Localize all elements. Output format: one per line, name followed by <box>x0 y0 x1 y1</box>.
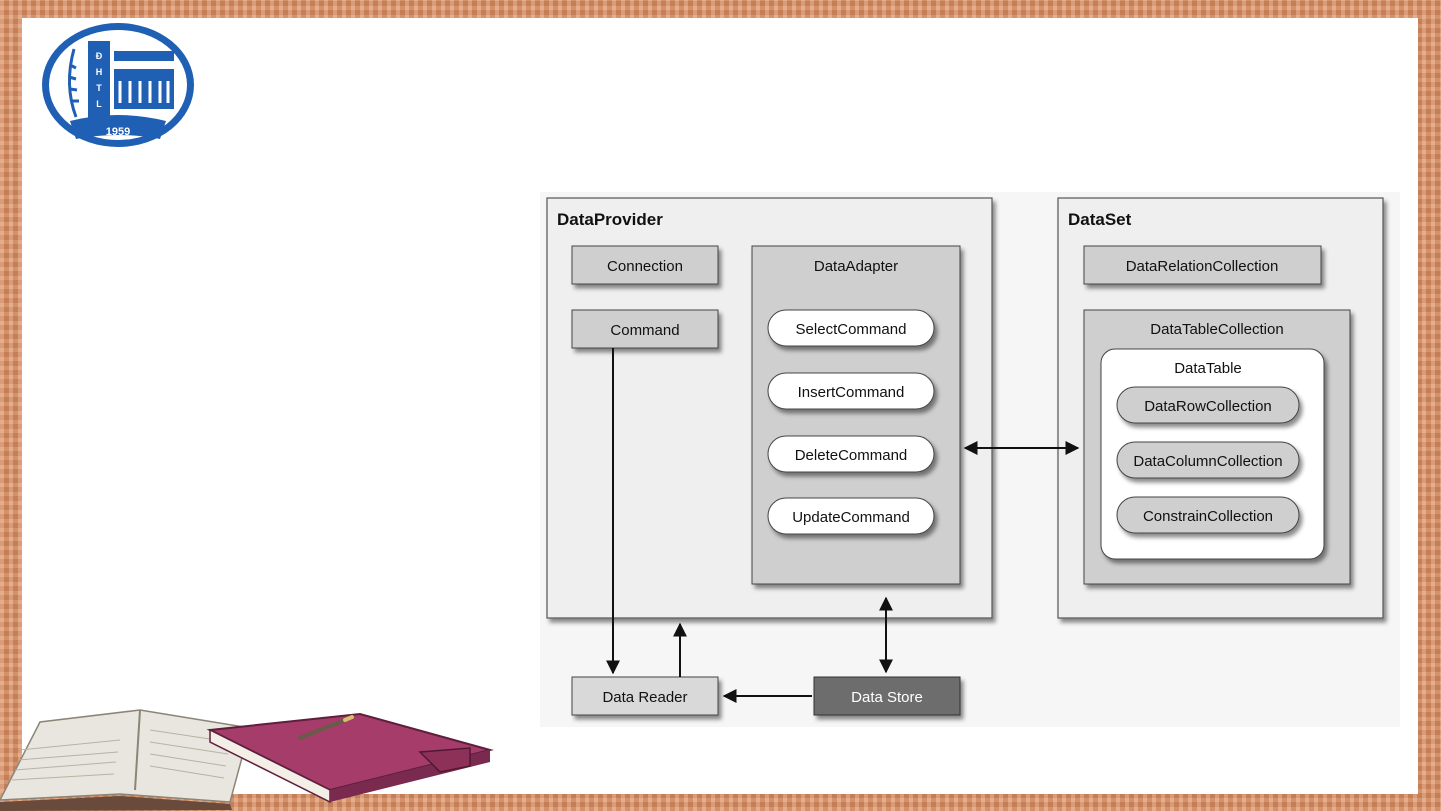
data-reader-box: Data Reader <box>572 677 718 715</box>
dataadapter-title: DataAdapter <box>814 258 898 275</box>
delete-command-pill: DeleteCommand <box>768 436 934 472</box>
datarowcollection-pill: DataRowCollection <box>1117 387 1299 423</box>
datacolumncollection-label: DataColumnCollection <box>1133 453 1282 470</box>
update-command-pill: UpdateCommand <box>768 498 934 534</box>
data-store-box: Data Store <box>814 677 960 715</box>
datacolumncollection-pill: DataColumnCollection <box>1117 442 1299 478</box>
constraincollection-pill: ConstrainCollection <box>1117 497 1299 533</box>
datatable-title: DataTable <box>1174 360 1242 377</box>
data-reader-label: Data Reader <box>602 689 687 706</box>
command-box: Command <box>572 310 718 348</box>
dataset-title: DataSet <box>1068 210 1132 229</box>
command-label: Command <box>610 322 679 339</box>
dataprovider-title: DataProvider <box>557 210 663 229</box>
data-store-label: Data Store <box>851 689 923 706</box>
insert-command-pill: InsertCommand <box>768 373 934 409</box>
select-command-pill: SelectCommand <box>768 310 934 346</box>
datarowcollection-label: DataRowCollection <box>1144 398 1272 415</box>
datarelationcollection-label: DataRelationCollection <box>1126 258 1279 275</box>
update-command-label: UpdateCommand <box>792 509 910 526</box>
datarelationcollection-box: DataRelationCollection <box>1084 246 1321 284</box>
constraincollection-label: ConstrainCollection <box>1143 508 1273 525</box>
connection-label: Connection <box>607 258 683 275</box>
datatablecollection-title: DataTableCollection <box>1150 321 1283 338</box>
insert-command-label: InsertCommand <box>798 384 905 401</box>
connection-box: Connection <box>572 246 718 284</box>
select-command-label: SelectCommand <box>796 321 907 338</box>
books-illustration <box>0 690 500 811</box>
delete-command-label: DeleteCommand <box>795 447 908 464</box>
